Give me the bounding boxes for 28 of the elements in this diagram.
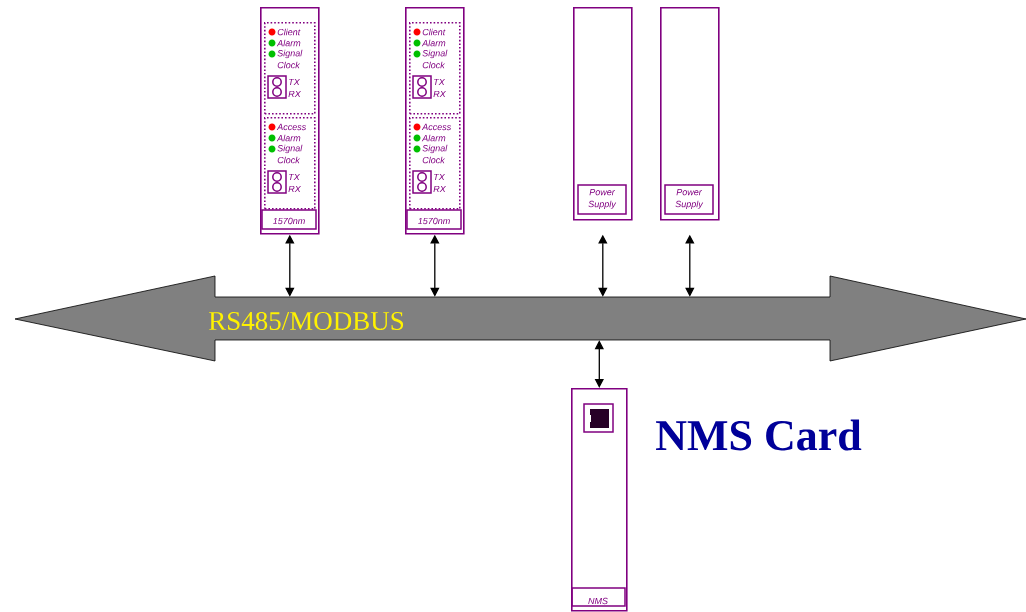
port-label: TX (289, 78, 300, 86)
card-caption: NMS Card (656, 419, 862, 451)
port-label: RX (433, 185, 446, 193)
port-label: Clock (422, 156, 446, 164)
port-label: RX (288, 185, 301, 193)
port-label: Signal (422, 144, 448, 154)
port-label: Signal (422, 49, 448, 59)
port-label: TX (434, 78, 445, 86)
port-label: Clock (277, 61, 301, 69)
port-label: Clock (277, 156, 301, 164)
port-label: Clock (422, 61, 446, 69)
power-card: Power Supply (660, 7, 720, 221)
port-label: Alarm (276, 134, 301, 142)
nms-card: NMS (571, 388, 628, 612)
port-label: Alarm (276, 39, 301, 47)
port-label: Alarm (421, 39, 446, 47)
port-label: Client (422, 28, 446, 36)
port-label: RX (433, 90, 446, 98)
port-label: Alarm (421, 134, 446, 142)
port-label: Signal (277, 49, 303, 59)
power-card: Power Supply (573, 7, 633, 221)
port-label: TX (289, 173, 300, 181)
port-label: Signal (277, 144, 303, 154)
port-label: Client (277, 28, 301, 36)
port-label: RX (288, 90, 301, 98)
port-label: Access (421, 123, 452, 131)
port-label: TX (434, 173, 445, 181)
port-label: Access (276, 123, 307, 131)
